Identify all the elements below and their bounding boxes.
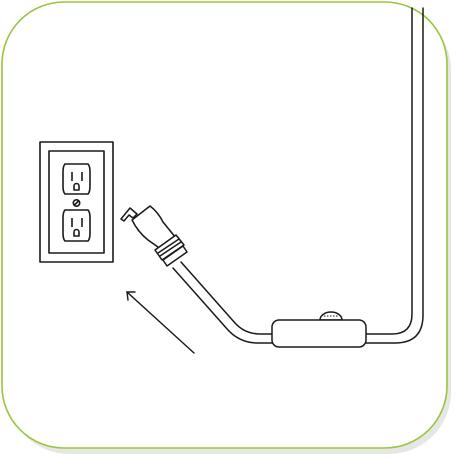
- wall-outlet-icon: [39, 141, 114, 263]
- card-border: [1, 1, 448, 449]
- outlet-inner-plate: [48, 150, 105, 254]
- outlet-wall-plate: [39, 141, 114, 263]
- card-frame: [1, 1, 451, 454]
- power-plug-icon: [120, 205, 188, 267]
- outlet-receptacle-lower: [62, 209, 91, 242]
- outlet-receptacle-upper: [62, 163, 91, 195]
- power-cord: [172, 7, 424, 344]
- switch-body: [271, 319, 367, 348]
- outlet-screw: [72, 199, 81, 208]
- direction-arrow-icon: [126, 291, 195, 354]
- plug-grip: [154, 234, 185, 261]
- plug-strain-relief: [162, 245, 188, 267]
- inline-switch-icon: [271, 311, 367, 348]
